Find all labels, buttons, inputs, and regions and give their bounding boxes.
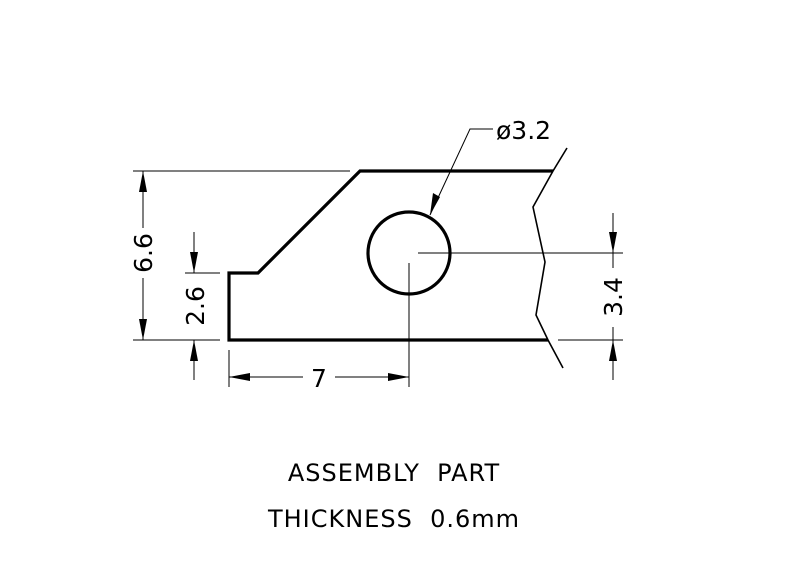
dimension-text-diameter: ø3.2 bbox=[496, 116, 551, 145]
dimension-overall-height: 6.6 bbox=[129, 170, 350, 341]
dimension-hole-center-offset: 7 bbox=[228, 350, 409, 393]
part-outline bbox=[227, 169, 553, 342]
dimension-step-height: 2.6 bbox=[181, 232, 220, 380]
dimension-text-6-6: 6.6 bbox=[129, 233, 158, 273]
title-assembly-part: ASSEMBLY PART bbox=[288, 459, 500, 487]
dimension-hole-diameter: ø3.2 bbox=[429, 116, 551, 216]
dimension-text-7: 7 bbox=[311, 364, 327, 393]
dimension-text-2-6: 2.6 bbox=[181, 286, 210, 326]
dimension-hole-center-height: 3.4 bbox=[558, 213, 628, 380]
dimension-text-3-4: 3.4 bbox=[599, 277, 628, 317]
title-thickness: THICKNESS 0.6mm bbox=[267, 505, 520, 533]
break-line bbox=[532, 147, 568, 369]
